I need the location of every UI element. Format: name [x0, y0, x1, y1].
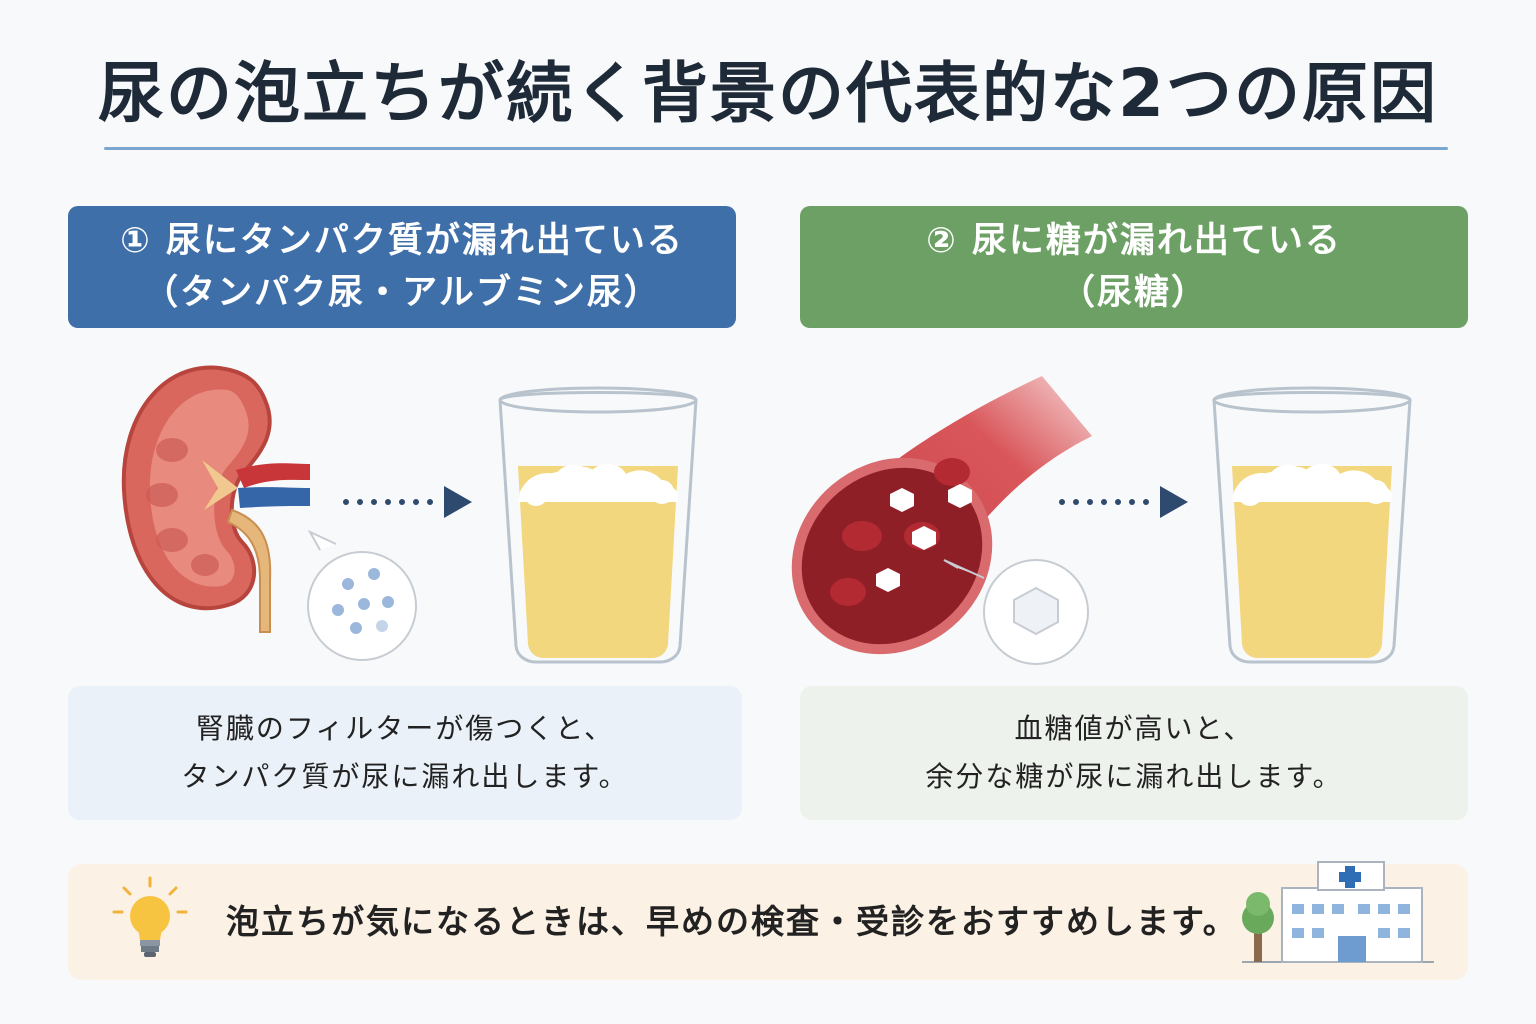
cause-1-desc-line-1: 腎臓のフィルターが傷つくと、 [195, 712, 615, 745]
protein-magnifier-icon [307, 529, 417, 661]
tip-banner [68, 864, 1468, 980]
cause-2-desc-line-2: 余分な糖が尿に漏れ出します。 [925, 760, 1343, 793]
title-divider [104, 147, 1448, 150]
lightbulb-icon [112, 876, 188, 957]
arrow-right-icon [1059, 486, 1188, 518]
cause-2-desc-line-1: 血糖値が高いと、 [1014, 712, 1254, 745]
urine-glass-icon [1212, 386, 1412, 664]
cause-2-description: 血糖値が高いと、 余分な糖が尿に漏れ出します。 [800, 686, 1468, 820]
cause-1-title: ① 尿にタンパク質が漏れ出ている [120, 221, 684, 261]
tip-text: 泡立ちが気になるときは、早めの検査・受診をおすすめします。 [226, 902, 1238, 941]
sugar-magnifier-icon [943, 559, 1089, 665]
blood-vessel-icon [791, 376, 1092, 655]
cause-2-header: ② 尿に糖が漏れ出ている （尿糖） [800, 206, 1468, 328]
cause-1-subtitle: （タンパク尿・アルブミン尿） [143, 273, 661, 313]
cause-1-desc-line-2: タンパク質が尿に漏れ出します。 [181, 760, 629, 793]
urine-glass-icon [498, 386, 698, 664]
cause-2-title: ② 尿に糖が漏れ出ている [926, 221, 1342, 261]
cause-2-subtitle: （尿糖） [1059, 273, 1208, 313]
cause-1-description: 腎臓のフィルターが傷つくと、 タンパク質が尿に漏れ出します。 [68, 686, 742, 820]
cause-1-header: ① 尿にタンパク質が漏れ出ている （タンパク尿・アルブミン尿） [68, 206, 736, 328]
hospital-icon [1242, 861, 1434, 963]
page-title: 尿の泡立ちが続く背景の代表的な2つの原因 [98, 55, 1438, 132]
kidney-icon [121, 365, 310, 633]
arrow-right-icon [343, 486, 472, 518]
